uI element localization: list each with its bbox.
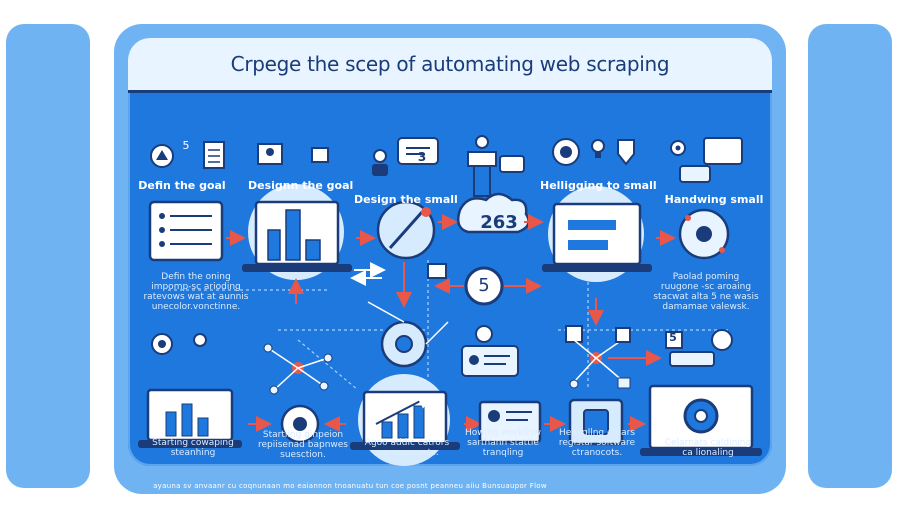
- label-design-goal: Designn the goal: [248, 179, 354, 192]
- label-define-oning: Defin the oning impomp-sc arioding ratev…: [143, 272, 249, 312]
- gear-network-icon: [678, 208, 730, 260]
- profile-card-icon: [461, 325, 519, 377]
- left-small-number: 5: [182, 139, 190, 152]
- target-disc-icon: [280, 404, 320, 444]
- process-diagram: [138, 135, 762, 466]
- settings-monitor-card: [640, 384, 762, 456]
- label-starting-scraping: Starting cowaping steanhing: [152, 438, 234, 458]
- right-small-number: 5: [669, 331, 677, 344]
- chart-note-icon: [665, 329, 733, 367]
- target-small-icon: [151, 333, 207, 355]
- label-handwing: Handwing small: [664, 193, 764, 206]
- presenter-icon: [257, 143, 329, 165]
- target-icon: [552, 138, 580, 166]
- chat-number: 3: [417, 150, 427, 164]
- checklist-card: [148, 200, 224, 262]
- person-icon: [372, 149, 388, 176]
- gear-icon: [670, 140, 686, 156]
- label-agoo-addic: Agoo addic catrors om rnynnorts.: [364, 438, 450, 458]
- right-side-tab: [808, 24, 892, 488]
- goal-badge-icon: [150, 144, 174, 168]
- label-register-software: Hellggllng e dars registar software ctra…: [558, 428, 636, 458]
- left-side-tab: [6, 24, 90, 488]
- label-helligging: Helligging to small: [540, 179, 657, 192]
- note-icon: [427, 263, 447, 279]
- puzzle-frame-icon: [568, 398, 624, 446]
- label-celarnats: Celarnats caldining ca lionaling: [664, 438, 752, 458]
- label-starting-pipeline: Startiing ginpeion repiisenad bapnwes su…: [257, 430, 348, 460]
- laptop-growth-card: [350, 374, 460, 466]
- compare-arrows-icon: [350, 262, 386, 286]
- label-workflow: Howing workllow sarthann stattle tranqli…: [464, 428, 542, 458]
- step-number-circle: [464, 266, 504, 306]
- message-icon: [499, 155, 525, 173]
- shield-icon: [617, 139, 635, 166]
- chat-bubble-icon: [397, 137, 439, 165]
- page-title: Crpege the scep of automating web scrapi…: [230, 52, 670, 76]
- laptop-form-card: [542, 186, 652, 282]
- sitemap-icon: [565, 325, 631, 389]
- label-define-goal: Defin the goal: [138, 179, 226, 192]
- window-icon: [679, 137, 743, 183]
- compass-icon: [376, 200, 436, 260]
- title-bar: Crpege the scep of automating web scrapi…: [128, 38, 772, 93]
- monitor-bars-card: [138, 388, 242, 448]
- laptop-chart-card: [242, 184, 352, 280]
- label-design-small: Design the small: [354, 193, 458, 206]
- network-cluster: [263, 343, 333, 395]
- podium-icon: [467, 135, 497, 197]
- footer-caption: ayauna sv anvaanr cu coqnunaan mo eaiann…: [153, 482, 547, 490]
- clipboard-icon: [203, 141, 225, 169]
- label-paolad-poming: Paolad poming ruugone -sc aroaing stacwa…: [653, 272, 759, 312]
- workflow-card: [478, 400, 542, 444]
- lightbulb-icon: [591, 139, 605, 158]
- cloud-counter: [457, 192, 530, 234]
- infographic-panel: Crpege the scep of automating web scrapi…: [128, 38, 772, 466]
- step-number: 5: [478, 275, 490, 296]
- cloud-counter-text: 263: [480, 212, 518, 233]
- hub-node-icon: [367, 301, 449, 368]
